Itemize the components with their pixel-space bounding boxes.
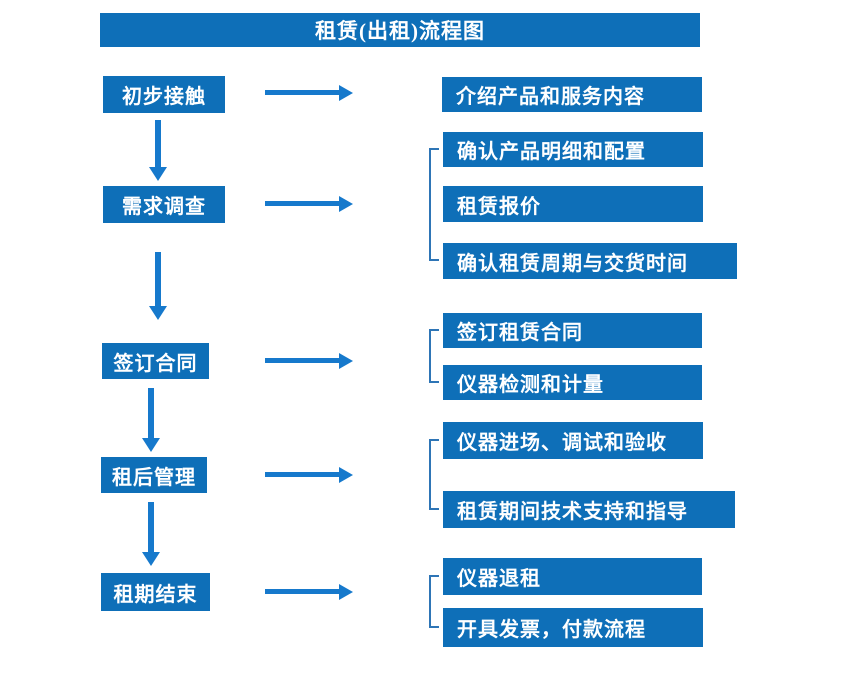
detail-tech-support-during-rental: 租赁期间技术支持和指导 [443,491,735,528]
bracket-icon-group-5 [429,575,439,628]
stage-initial-contact: 初步接触 [103,76,225,113]
arrow-down-icon-4 [148,502,154,552]
arrow-down-icon-1 [155,120,161,167]
detail-confirm-rental-period-delivery: 确认租赁周期与交货时间 [443,243,737,279]
stage-sign-contract: 签订合同 [102,343,209,379]
bracket-icon-group-2 [429,148,439,261]
arrow-down-icon-2 [155,252,161,306]
detail-rental-quotation: 租赁报价 [443,186,703,222]
flowchart-title: 租赁(出租)流程图 [100,13,700,47]
bracket-icon-group-4 [429,439,439,510]
detail-instrument-arrival-debug-acceptance: 仪器进场、调试和验收 [443,422,703,459]
detail-sign-rental-contract: 签订租赁合同 [443,313,702,348]
stage-post-rental-management: 租后管理 [101,457,207,493]
bracket-icon-group-3 [429,329,439,383]
arrow-right-icon-1 [265,90,339,95]
arrow-down-icon-3 [148,388,154,438]
arrow-right-icon-4 [265,472,339,477]
stage-demand-survey: 需求调查 [103,186,225,223]
stage-rental-end: 租期结束 [101,573,210,611]
detail-introduce-products-services: 介绍产品和服务内容 [442,77,702,112]
arrow-right-icon-2 [265,201,339,206]
detail-confirm-product-config: 确认产品明细和配置 [443,132,703,167]
arrow-right-icon-5 [265,589,339,594]
detail-instrument-return: 仪器退租 [443,558,702,595]
arrow-right-icon-3 [265,358,339,363]
detail-invoice-payment-process: 开具发票，付款流程 [443,608,703,647]
detail-instrument-inspection-metering: 仪器检测和计量 [443,365,702,400]
